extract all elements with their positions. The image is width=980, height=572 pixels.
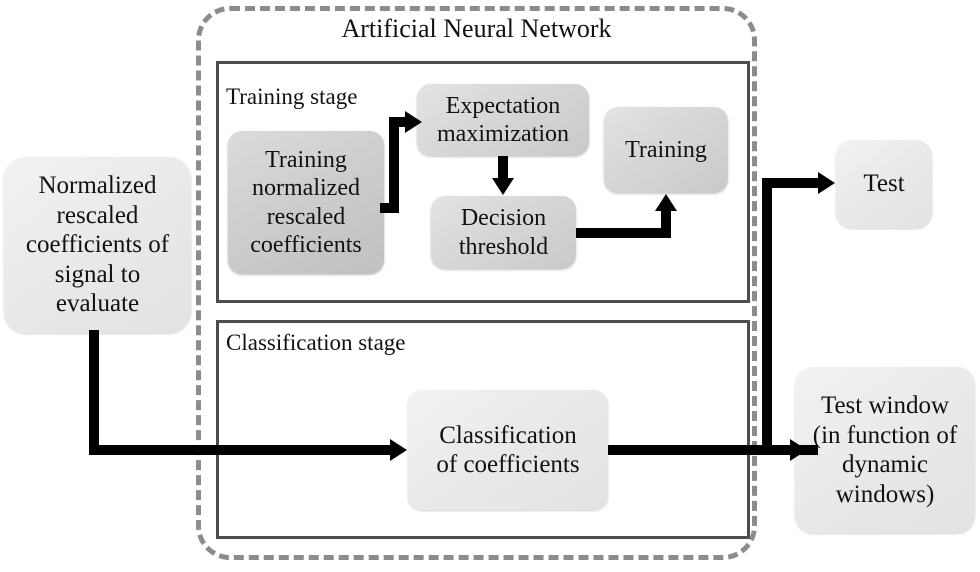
arrowhead-to-training [655, 194, 677, 211]
node-test[interactable]: Test [836, 140, 932, 228]
connector-elbow-up-to-em [389, 117, 399, 213]
node-decision-threshold[interactable]: Decision threshold [431, 196, 576, 269]
training-stage-label: Training stage [226, 84, 358, 109]
node-test-window[interactable]: Test window (in function of dynamic wind… [795, 367, 975, 533]
node-training[interactable]: Training [604, 107, 728, 193]
node-input-normalized-coefficients[interactable]: Normalized rescaled coefficients of sign… [4, 157, 191, 333]
node-classification-of-coefficients[interactable]: Classification of coefficients [408, 390, 608, 510]
connector-input-to-classification [89, 445, 392, 455]
connector-em-to-decision [498, 156, 508, 182]
arrowhead-to-decision-threshold [492, 178, 514, 195]
connector-decision-up-to-training [661, 211, 671, 238]
node-training-normalized-rescaled-coefficients[interactable]: Training normalized rescaled coefficient… [228, 131, 384, 274]
node-expectation-maximization[interactable]: Expectation maximization [417, 84, 589, 156]
artificial-neural-network-container [196, 6, 757, 560]
connector-up-to-test [762, 178, 772, 455]
diagram-title: Artificial Neural Network [341, 14, 612, 43]
arrowhead-to-expectation-maximization [405, 111, 422, 133]
connector-classification-right [608, 445, 818, 455]
arrowhead-to-classification [390, 439, 407, 461]
connector-input-down [89, 330, 99, 455]
arrowhead-to-test-window [790, 439, 807, 461]
connector-to-test [762, 178, 824, 188]
classification-stage-label: Classification stage [226, 330, 406, 355]
connector-decision-right [576, 228, 671, 238]
connector-elbow-to-em [389, 117, 411, 127]
arrowhead-to-test [818, 172, 835, 194]
